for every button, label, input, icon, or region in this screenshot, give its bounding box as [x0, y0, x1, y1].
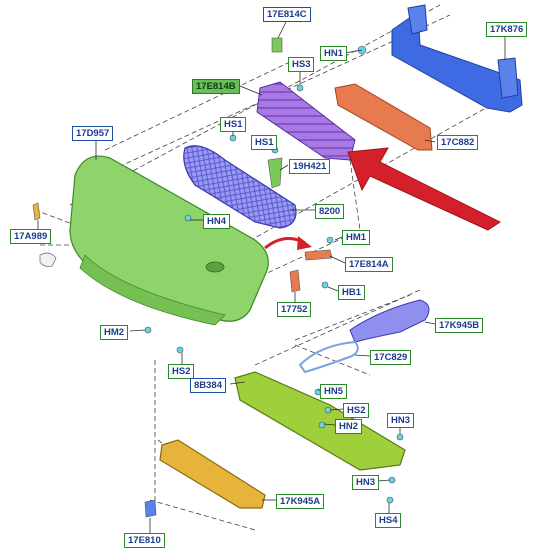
lamp-bezel-right[interactable]	[349, 299, 430, 343]
lower-energy-absorber[interactable]	[159, 439, 266, 509]
screw-hs4-part[interactable]	[386, 496, 394, 504]
bracket-17E814A-part[interactable]	[304, 249, 333, 261]
screw-hs2a-part[interactable]	[176, 346, 184, 354]
bumper-emblem-recess	[205, 261, 225, 273]
screw-hs3-part[interactable]	[296, 84, 304, 92]
callout-8200[interactable]: 8200	[315, 204, 345, 219]
callout-HS4[interactable]: HS4	[375, 513, 402, 528]
callout-HS2-right[interactable]: HS2	[343, 403, 370, 418]
callout-HN1[interactable]: HN1	[320, 46, 348, 61]
callout-17K945B[interactable]: 17K945B	[435, 318, 484, 333]
bumper-cover-lower-lip	[79, 254, 226, 326]
callout-17C882[interactable]: 17C882	[437, 135, 479, 150]
callout-17C829[interactable]: 17C829	[370, 350, 412, 365]
callout-HB1[interactable]: HB1	[338, 285, 366, 300]
callout-HN2[interactable]: HN2	[335, 419, 363, 434]
callout-19H421[interactable]: 19H421	[289, 159, 331, 174]
callout-HM2[interactable]: HM2	[100, 325, 129, 340]
big-pointer-arrow	[347, 147, 501, 231]
curved-arrow-head	[297, 236, 312, 250]
callout-17K876[interactable]: 17K876	[486, 22, 528, 37]
lamp-bezel-trim-ring[interactable]	[298, 340, 359, 374]
callout-17E810[interactable]: 17E810	[124, 533, 165, 548]
callout-HN3-upper[interactable]: HN3	[387, 413, 415, 428]
energy-absorber-upper[interactable]	[334, 83, 433, 151]
reinforcement-bracket[interactable]	[407, 4, 519, 99]
nut-hn3a-part[interactable]	[396, 433, 404, 441]
callout-HS1-upper[interactable]: HS1	[220, 117, 247, 132]
bracket-19H421-part[interactable]	[267, 157, 283, 189]
callout-17E814B[interactable]: 17E814B	[192, 79, 240, 94]
callout-17K945A[interactable]: 17K945A	[276, 494, 325, 509]
callout-8B384[interactable]: 8B384	[190, 378, 226, 393]
callout-HN3-lower[interactable]: HN3	[352, 475, 380, 490]
grille-upper-bracket[interactable]	[256, 81, 356, 161]
bracket-17752-part[interactable]	[289, 269, 301, 293]
fog-lamp-cover[interactable]	[39, 252, 57, 267]
bracket-17A989-part[interactable]	[32, 202, 41, 221]
nut-hn2-part[interactable]	[318, 421, 326, 429]
callout-HN5[interactable]: HN5	[320, 384, 348, 399]
bracket-17E810-part[interactable]	[144, 499, 157, 518]
callout-17E814A[interactable]: 17E814A	[345, 257, 393, 272]
callout-HS3[interactable]: HS3	[288, 57, 315, 72]
callout-HS1-lower[interactable]: HS1	[251, 135, 278, 150]
callout-17752[interactable]: 17752	[277, 302, 312, 317]
callout-HM1[interactable]: HM1	[342, 230, 371, 245]
clip-hm1-part[interactable]	[326, 236, 334, 244]
bolt-hb1-part[interactable]	[321, 281, 329, 289]
callout-17D957[interactable]: 17D957	[72, 126, 114, 141]
radiator-grille[interactable]	[183, 145, 297, 229]
callout-17A989[interactable]: 17A989	[10, 229, 52, 244]
bracket-17E814C-part[interactable]	[271, 37, 283, 53]
lower-splash-shield[interactable]	[234, 371, 406, 471]
callout-17E814C[interactable]: 17E814C	[263, 7, 311, 22]
callout-HN4[interactable]: HN4	[203, 214, 231, 229]
nut-hn4-part[interactable]	[184, 214, 192, 222]
callout-HS2-left[interactable]: HS2	[168, 364, 195, 379]
clip-hm2-part[interactable]	[144, 326, 152, 334]
fastener-parts	[32, 37, 404, 518]
